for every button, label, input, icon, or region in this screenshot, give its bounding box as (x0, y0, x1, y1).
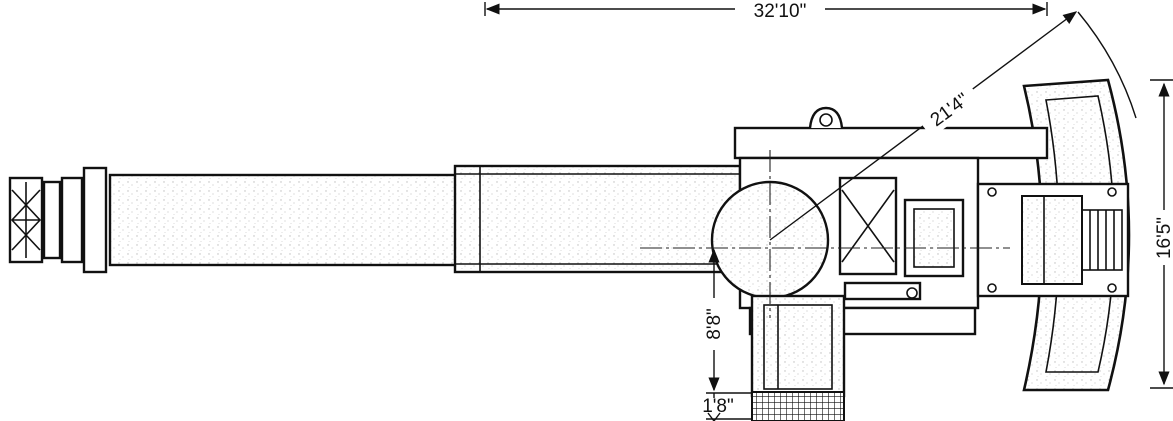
overall-length-label: 32'10" (754, 1, 807, 22)
dimension-step: 1'8" (702, 393, 752, 421)
dimension-width: 16'5" (1150, 79, 1173, 389)
dimension-overall-length: 32'10" (484, 1, 1048, 22)
offset-label: 8'8" (704, 308, 725, 340)
width-label: 16'5" (1154, 217, 1173, 259)
swing-arc (1077, 11, 1137, 119)
dimension-offset: 8'8" (704, 248, 752, 394)
operator-cab (750, 294, 846, 421)
boom (8, 164, 742, 274)
dimension-swing-radius: 21'4" (769, 11, 1078, 241)
step-label: 1'8" (702, 396, 734, 417)
